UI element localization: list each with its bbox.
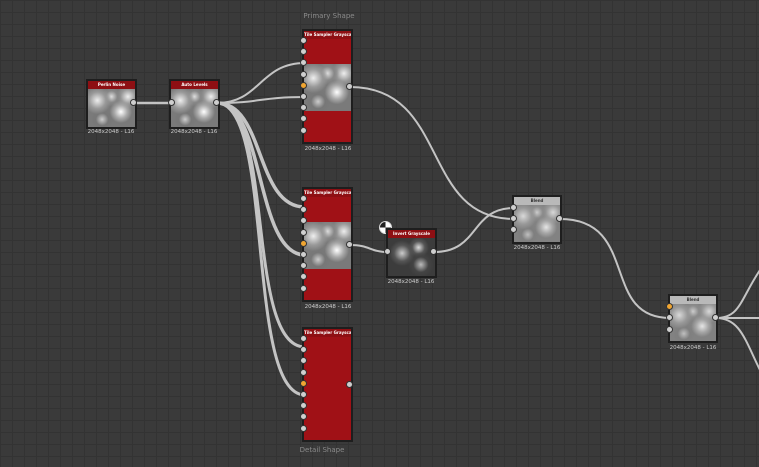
node-title: Tile Sampler Grayscale: [304, 329, 351, 337]
node-title: Invert Grayscale: [388, 230, 435, 238]
node-thumbnail: [514, 205, 560, 242]
node-title: Perlin Noise: [88, 81, 135, 89]
node-title: Blend: [514, 197, 560, 205]
node-auto-levels[interactable]: Auto Levels: [169, 79, 220, 129]
wire: [216, 101, 306, 397]
input-port[interactable]: [300, 413, 307, 421]
node-info: 2048x2048 - L16: [87, 129, 135, 135]
input-port[interactable]: [510, 204, 517, 211]
output-port[interactable]: [213, 99, 220, 106]
input-port[interactable]: [168, 99, 175, 106]
node-thumbnail: [304, 222, 351, 269]
input-port[interactable]: [300, 37, 307, 44]
node-invert-grayscale[interactable]: Invert Grayscale: [386, 228, 437, 278]
input-port[interactable]: [300, 206, 307, 214]
node-title: Blend: [670, 296, 716, 304]
wire: [559, 218, 671, 319]
input-port[interactable]: [300, 81, 307, 89]
wire: [433, 207, 515, 253]
input-port[interactable]: [300, 126, 307, 134]
input-port[interactable]: [300, 335, 307, 342]
input-port[interactable]: [300, 104, 307, 112]
input-port[interactable]: [300, 251, 307, 258]
input-port[interactable]: [666, 314, 673, 321]
input-port[interactable]: [300, 379, 307, 387]
node-thumbnail: [388, 238, 435, 276]
wire: [349, 86, 515, 220]
wire: [715, 269, 759, 319]
node-perlin-noise[interactable]: Perlin Noise: [86, 79, 137, 129]
node-title: Tile Sampler Grayscale: [304, 31, 351, 39]
frame-label-detail: Detail Shape: [299, 446, 345, 454]
input-port[interactable]: [300, 70, 307, 78]
input-port[interactable]: [300, 391, 307, 398]
node-info: 2048x2048 - L16: [513, 245, 561, 251]
node-thumbnail: [670, 304, 716, 341]
wire: [216, 101, 306, 349]
output-port[interactable]: [430, 248, 437, 255]
node-info: 2048x2048 - L16: [304, 304, 352, 310]
input-port[interactable]: [666, 326, 673, 333]
node-info: 2048x2048 - L16: [170, 129, 218, 135]
input-port[interactable]: [300, 228, 307, 236]
node-title: Tile Sampler Grayscale: [304, 189, 351, 197]
input-port[interactable]: [300, 115, 307, 123]
node-thumbnail: [171, 89, 218, 127]
input-port[interactable]: [300, 357, 307, 365]
input-port[interactable]: [300, 346, 307, 354]
input-port[interactable]: [300, 48, 307, 56]
wire: [216, 62, 306, 104]
input-port[interactable]: [300, 424, 307, 432]
output-port[interactable]: [346, 83, 353, 90]
input-port[interactable]: [300, 59, 307, 67]
wire: [216, 101, 306, 209]
output-port[interactable]: [712, 314, 719, 321]
node-tile-sampler-secondary[interactable]: Tile Sampler Grayscale: [302, 187, 353, 302]
input-port[interactable]: [510, 226, 517, 233]
input-port[interactable]: [300, 273, 307, 281]
node-thumbnail: [88, 89, 135, 127]
input-port[interactable]: [384, 248, 391, 255]
wire: [349, 244, 389, 253]
output-port[interactable]: [346, 381, 353, 388]
input-port[interactable]: [300, 402, 307, 410]
node-blend-1[interactable]: Blend: [512, 195, 562, 244]
output-port[interactable]: [346, 241, 353, 248]
input-port[interactable]: [300, 217, 307, 225]
input-port[interactable]: [300, 195, 307, 202]
node-title: Auto Levels: [171, 81, 218, 89]
input-port[interactable]: [300, 284, 307, 292]
frame-label-primary: Primary Shape: [303, 12, 355, 20]
output-port[interactable]: [556, 215, 563, 222]
input-port[interactable]: [300, 262, 307, 270]
node-info: 2048x2048 - L16: [387, 279, 435, 285]
wire: [216, 96, 306, 104]
input-port[interactable]: [300, 93, 307, 100]
input-port[interactable]: [300, 239, 307, 247]
input-port[interactable]: [510, 215, 517, 222]
wire: [715, 317, 759, 371]
node-tile-sampler-detail[interactable]: Tile Sampler Grayscale: [302, 327, 353, 442]
node-thumbnail: [304, 64, 351, 111]
input-port[interactable]: [300, 368, 307, 376]
node-info: 2048x2048 - L16: [304, 146, 352, 152]
input-port[interactable]: [666, 303, 673, 310]
node-info: 2048x2048 - L16: [669, 345, 717, 351]
node-blend-2[interactable]: Blend: [668, 294, 718, 343]
output-port[interactable]: [130, 99, 137, 106]
